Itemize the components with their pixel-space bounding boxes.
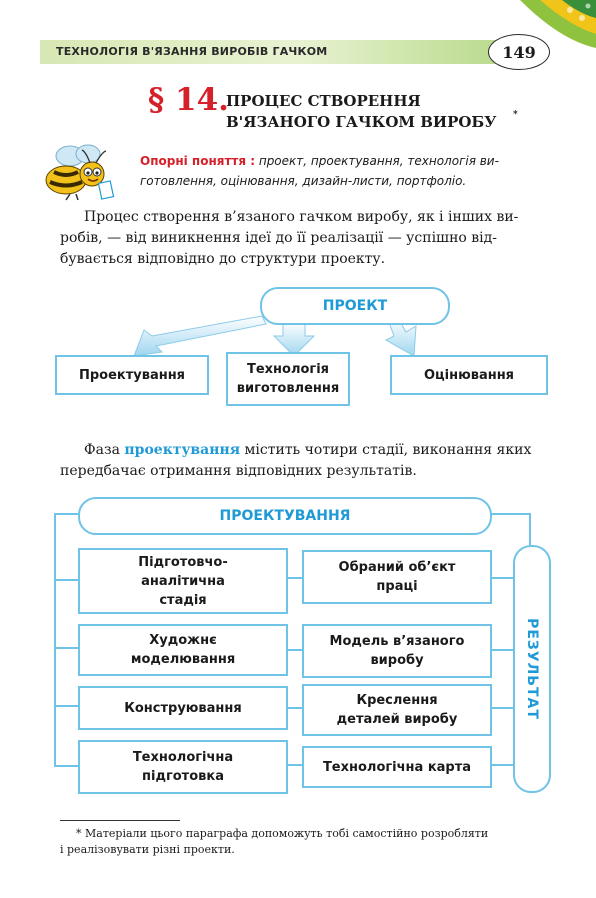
phase-line2: передбачає отримання відповідних результ…: [60, 463, 417, 479]
result-box-object: Обраний об’єкт праці: [302, 550, 492, 604]
footnote-rule: [60, 820, 180, 821]
phase-line1-after: містить чотири стадії, виконання яких: [240, 442, 532, 458]
intro-line1: Процес створення в’язаного гачком виробу…: [84, 209, 519, 225]
stage2-line2: моделювання: [130, 652, 236, 667]
key-concepts-label: Опорні поняття :: [140, 154, 256, 168]
result-label-wrap: РЕЗУЛЬТАТ: [513, 545, 551, 793]
section-title-line2: В'ЯЗАНОГО ГАЧКОМ ВИРОБУ: [226, 113, 497, 131]
footnote-mark: *: [513, 110, 518, 120]
stage-box-artistic: Художнє моделювання: [78, 624, 288, 676]
manufacturing-box-line2: виготовлення: [236, 381, 340, 396]
stage4-line1: Технологічна: [132, 750, 234, 765]
bee-mascot-icon: [45, 144, 115, 201]
design-box: Проектування: [55, 355, 209, 395]
section-number: § 14.: [148, 82, 229, 118]
stage2-line1: Художнє: [149, 633, 217, 648]
manufacturing-box-line1: Технологія: [246, 362, 330, 377]
design-phase-box: ПРОЕКТУВАННЯ: [78, 497, 492, 535]
section-title-line1: ПРОЦЕС СТВОРЕННЯ: [226, 92, 421, 110]
stage1-line2: аналітична: [141, 573, 225, 589]
result2-line2: виробу: [370, 653, 424, 668]
phase-line1-before: Фаза: [84, 442, 125, 458]
result1-line2: праці: [376, 579, 418, 594]
project-box: ПРОЕКТ: [260, 287, 450, 325]
header-band: [40, 40, 510, 64]
stage-box-technological: Технологічна підготовка: [78, 740, 288, 794]
key-concepts-text1: проект, проектування, технологія ви-: [255, 154, 499, 168]
result-box-drawing: Креслення деталей виробу: [302, 684, 492, 736]
result-box-tech-card: Технологічна карта: [302, 746, 492, 788]
manufacturing-box: Технологія виготовлення: [226, 352, 350, 406]
corner-crochet-art: [520, 0, 596, 48]
result2-line1: Модель в’язаного: [329, 634, 465, 649]
result1-line1: Обраний об’єкт: [338, 560, 456, 575]
page-number: 149: [488, 34, 550, 70]
running-title: ТЕХНОЛОГІЯ В'ЯЗАННЯ ВИРОБІВ ГАЧКОМ: [56, 45, 328, 58]
intro-line2: робів, — від виникнення ідеї до її реалі…: [60, 230, 497, 246]
result3-line1: Креслення: [356, 693, 438, 708]
key-concepts-line2: готовлення, оцінювання, дизайн-листи, по…: [140, 174, 467, 188]
phase-term: проектування: [124, 442, 241, 458]
result-box: [513, 545, 551, 793]
phase-line1: Фаза проектування містить чотири стадії,…: [84, 440, 574, 461]
footnote-line2: і реалізовувати різні проекти.: [60, 843, 235, 856]
result3-line2: деталей виробу: [336, 712, 458, 727]
stage-box-construction: Конструювання: [78, 686, 288, 730]
stage-box-preparatory: Підготовчо- аналітична стадія: [78, 548, 288, 614]
intro-line3: бувається відповідно до структури проект…: [60, 251, 386, 267]
evaluation-box: Оцінювання: [390, 355, 548, 395]
footnote-line1: * Матеріали цього параграфа допоможуть т…: [76, 827, 489, 840]
result-box-model: Модель в’язаного виробу: [302, 624, 492, 678]
stage1-line1: Підготовчо-: [138, 554, 228, 570]
result-label: РЕЗУЛЬТАТ: [524, 618, 540, 720]
stage1-line3: стадія: [159, 592, 207, 608]
stage4-line2: підготовка: [142, 769, 224, 784]
key-concepts-line1: Опорні поняття : проект, проектування, т…: [140, 154, 499, 168]
